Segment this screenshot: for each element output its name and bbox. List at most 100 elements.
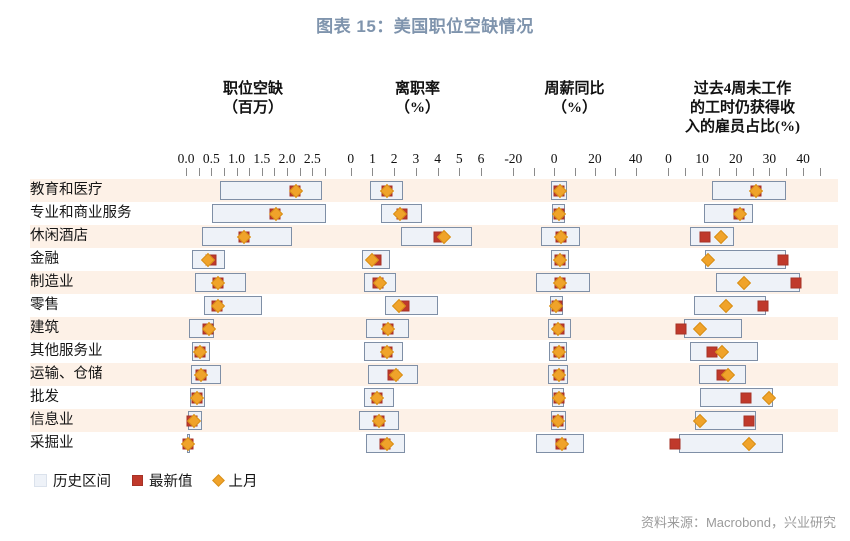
axis-tick <box>223 168 225 176</box>
panel-title-quits-rate: 离职率 （%） <box>323 80 513 118</box>
axis-tick-label: 30 <box>762 151 777 166</box>
category-label: 运输、仓储 <box>30 366 103 382</box>
latest-value-marker <box>699 231 711 242</box>
axis-tick <box>350 168 352 176</box>
axis-tick <box>574 168 576 176</box>
axis-tick <box>702 168 704 176</box>
axis-tick <box>554 168 556 176</box>
category-label: 信息业 <box>30 412 74 428</box>
panel-title-line: （百万） <box>222 100 283 116</box>
panel-title-line: 离职率 <box>394 81 440 97</box>
axis-tick <box>769 168 771 176</box>
panel-title-line: 过去4周未工作 <box>693 81 792 97</box>
latest-value-marker <box>669 438 681 449</box>
latest-value-marker <box>777 254 789 265</box>
axis-tick <box>186 168 188 176</box>
axis-tick <box>287 168 289 176</box>
axis-tick <box>786 168 788 176</box>
axis-tick-label: 0.5 <box>202 151 220 166</box>
category-label: 批发 <box>30 389 59 405</box>
legend-label: 最新值 <box>149 473 193 490</box>
axis-tick-label: 10 <box>695 151 709 166</box>
axis-tick <box>718 168 720 176</box>
latest-value-marker <box>790 277 802 288</box>
panel-title-paid-hours-not-worked-share: 过去4周未工作的工时仍获得收入的雇员占比(%) <box>648 80 838 137</box>
category-label: 休闲酒店 <box>30 228 88 244</box>
range-box <box>220 181 323 200</box>
axis-tick-label: 2.0 <box>278 151 296 166</box>
axis-tick-label: 20 <box>588 151 602 166</box>
axis-tick-label: 1.0 <box>228 151 246 166</box>
legend-swatch-diamond <box>211 473 225 487</box>
row-band <box>30 363 838 386</box>
panel-title-line: 周薪同比 <box>544 81 605 97</box>
panel-title-line: （%） <box>394 100 440 116</box>
panel-title-line: （%） <box>551 100 597 116</box>
axis-tick-label: 1.5 <box>253 151 271 166</box>
source-note: 资料来源：Macrobond，兴业研究 <box>640 515 836 530</box>
axis-tick-label: 0 <box>665 151 672 166</box>
axis-tick <box>594 168 596 176</box>
axis-tick <box>513 168 515 176</box>
axis-tick-label: 4 <box>434 151 441 166</box>
axis-tick <box>437 168 439 176</box>
panel-title-line: 的工时仍获得收 <box>689 100 795 116</box>
axis-tick <box>803 168 805 176</box>
plot-area: 教育和医疗专业和商业服务休闲酒店金融制造业零售建筑其他服务业运输、仓储批发信息业… <box>0 151 850 455</box>
axis-tick <box>394 168 396 176</box>
legend-label: 历史区间 <box>53 473 111 490</box>
axis-tick <box>752 168 754 176</box>
legend-item-latest-value: 最新值 <box>132 470 193 491</box>
axis-tick <box>459 168 461 176</box>
row-band <box>30 317 838 340</box>
axis-tick <box>480 168 482 176</box>
axis-tick-label: 0.0 <box>177 151 195 166</box>
axis-tick <box>299 168 301 176</box>
axis-tick <box>372 168 374 176</box>
axis-tick <box>198 168 200 176</box>
category-label: 专业和商业服务 <box>30 205 132 221</box>
category-label: 其他服务业 <box>30 343 103 359</box>
axis-tick-label: 40 <box>796 151 810 166</box>
axis-tick <box>668 168 670 176</box>
axis-tick-label: 40 <box>628 151 643 166</box>
category-label: 建筑 <box>30 320 59 336</box>
axis-tick-label: 2 <box>390 151 398 166</box>
axis-tick-label: 0 <box>550 151 558 166</box>
axis-tick <box>735 168 737 176</box>
axis-tick <box>312 168 314 176</box>
axis-tick <box>236 168 238 176</box>
legend-swatch-box <box>34 473 47 487</box>
row-band <box>30 248 838 271</box>
category-label: 金融 <box>30 251 59 267</box>
axis-tick <box>324 168 326 176</box>
axis-tick-label: 6 <box>477 151 485 166</box>
axis-tick <box>249 168 251 176</box>
axis-tick <box>635 168 637 176</box>
axis-tick <box>261 168 263 176</box>
row-band <box>30 409 838 432</box>
axis-tick-label: -20 <box>504 151 523 166</box>
axis-tick <box>685 168 687 176</box>
legend-swatch-square <box>132 474 143 486</box>
axis-tick-label: 0 <box>347 151 355 166</box>
axis-tick <box>533 168 535 176</box>
axis-tick-label: 3 <box>412 151 420 166</box>
latest-value-marker <box>743 415 755 426</box>
range-box <box>678 434 783 453</box>
axis-tick <box>615 168 617 176</box>
row-band <box>30 432 838 455</box>
axis-tick <box>819 168 821 176</box>
legend-label: 上月 <box>228 473 258 490</box>
chart-legend: 历史区间 最新值 上月 <box>34 470 272 490</box>
legend-item-history-range: 历史区间 <box>34 470 111 491</box>
axis-tick-label: 1 <box>369 151 376 166</box>
axis-tick-label: 5 <box>455 151 463 166</box>
latest-value-marker <box>740 392 752 403</box>
axis-tick-label: 20 <box>729 151 743 166</box>
axis-tick <box>211 168 213 176</box>
page-title: 图表 15：美国职位空缺情况 <box>316 17 534 36</box>
axis-tick <box>415 168 417 176</box>
range-box <box>715 273 800 292</box>
